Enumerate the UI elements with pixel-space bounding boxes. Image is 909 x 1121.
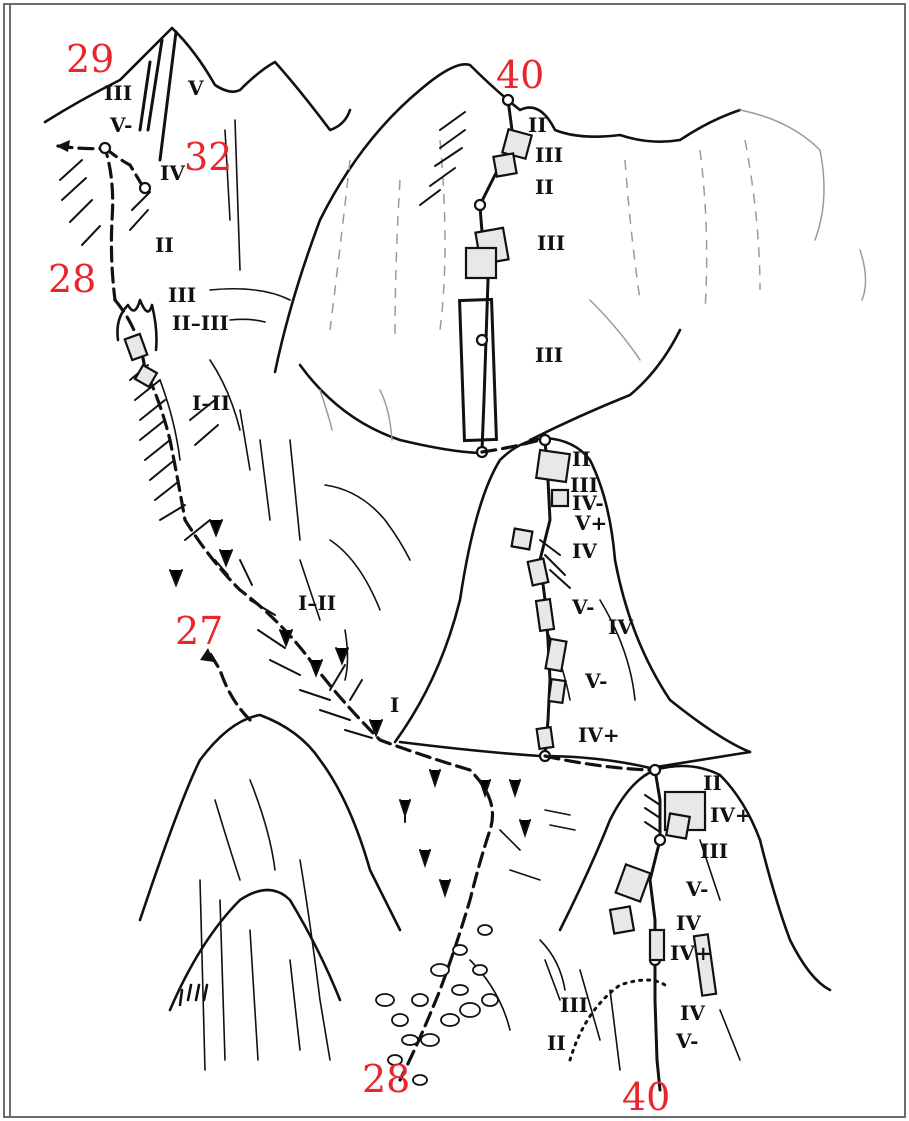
route-number-32: 32 [184,135,232,179]
upper-dome-hatching [420,112,465,205]
grade-label: V [187,76,204,100]
grade-label: II–III [172,311,229,335]
grade-label: II [535,175,554,199]
route-number-40-bottom: 40 [622,1075,670,1119]
grade-label: IV+ [670,941,712,965]
lower-foothills [140,715,575,1070]
grade-label: II [547,1031,566,1055]
route-number-29: 29 [66,37,114,81]
grade-label: V- [571,595,594,619]
upper-dome-grades: II III II III III [528,113,565,367]
left-ridge-grades: III V- V IV II III II–III I–II I–II I [104,76,399,717]
grade-label: I [390,693,399,717]
grade-label: III [560,993,588,1017]
grade-label: III [535,143,563,167]
grade-label: III [535,343,563,367]
route-29-arrowhead [56,140,70,152]
grade-label: I–II [192,391,230,415]
grade-label: II [528,113,547,137]
grade-label: III [104,81,132,105]
grade-label: IV+ [710,803,752,827]
grade-label: IV [608,615,633,639]
upper-dome [275,64,866,453]
grade-label: II [155,233,174,257]
grade-label: V- [675,1029,698,1053]
grade-label: V- [584,669,607,693]
grade-label: II [703,771,722,795]
grade-label: IV [680,1001,705,1025]
grade-label: III [168,283,196,307]
route-40-upper-dome-line [460,95,540,457]
left-peak [45,28,410,680]
grade-label: III [537,231,565,255]
grade-label: IV+ [578,723,620,747]
grade-label: III [700,839,728,863]
grade-label: V+ [574,511,607,535]
grade-label: IV [676,911,701,935]
grade-label: IV [160,161,185,185]
grade-label: II [572,447,591,471]
grade-label: I–II [298,591,336,615]
route-28-29-upper-line [56,32,493,1080]
grade-label: IV [572,539,597,563]
route-number-40-top: 40 [496,53,544,97]
route-number-28-upper: 28 [48,257,96,301]
route-number-28-bottom: 28 [362,1057,410,1101]
grade-label: V- [109,113,132,137]
route-number-27: 27 [175,609,223,653]
grade-label: V- [685,877,708,901]
